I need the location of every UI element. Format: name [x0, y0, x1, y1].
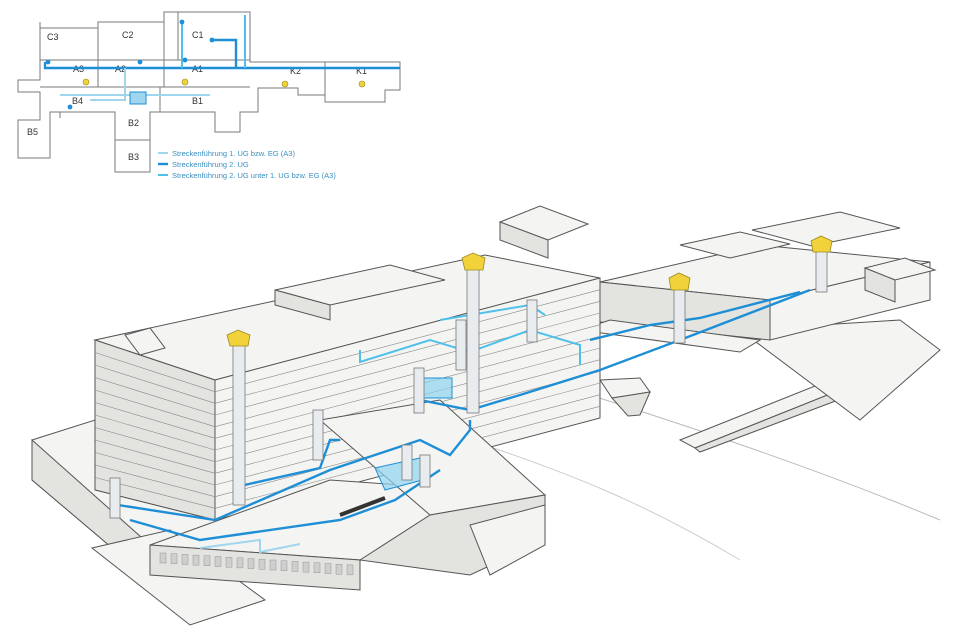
pipe-main-lower2	[129, 469, 441, 542]
window	[280, 560, 288, 571]
floor-line	[94, 389, 216, 427]
roof-penthouse-right-side	[499, 221, 549, 259]
shaft	[526, 299, 538, 343]
exhaust-tower	[232, 344, 246, 506]
plan-vent-marker	[181, 78, 189, 86]
pipe-main-upper	[419, 288, 811, 412]
floor-line	[94, 414, 216, 451]
window	[335, 564, 343, 575]
pipe-main-lower	[117, 420, 472, 522]
room-label: B1	[192, 96, 203, 106]
shaft	[413, 367, 425, 414]
landscape-line	[469, 439, 741, 561]
exhaust-tower	[673, 287, 686, 344]
floor-line	[94, 352, 216, 392]
window	[247, 558, 255, 569]
exhaust-tower	[815, 249, 828, 293]
plan-pipe-main	[43, 62, 400, 70]
room-label: C2	[122, 30, 134, 40]
window	[324, 563, 332, 574]
legend: Streckenführung 1. UG bzw. EG (A3) Strec…	[158, 149, 336, 180]
floor-line	[94, 464, 216, 497]
ramp-platform	[738, 319, 941, 421]
window	[236, 557, 244, 569]
podium-end-block	[469, 504, 546, 576]
floor-plan: C3 C2 C1 A3 A2 A1 K2 K1 B4 B1 B5 B2 B3	[17, 11, 401, 173]
window	[170, 553, 178, 564]
floor-line	[94, 364, 216, 404]
window	[291, 561, 299, 572]
vent-hood	[810, 235, 833, 253]
plan-pipe-c1	[212, 38, 238, 68]
legend-label: Streckenführung 1. UG bzw. EG (A3)	[172, 149, 295, 158]
floor-line	[94, 439, 216, 474]
shaft	[419, 454, 431, 488]
room-label: C1	[192, 30, 204, 40]
right-building-penthouse2	[751, 211, 901, 247]
connector-support	[611, 391, 651, 417]
room-label: K1	[356, 66, 367, 76]
window	[346, 564, 354, 576]
shaft-chamber	[421, 377, 453, 399]
window	[214, 556, 222, 567]
floor-line	[94, 377, 216, 416]
exhaust-towers	[109, 235, 833, 519]
plan-shaft	[129, 91, 147, 105]
room-label: B2	[128, 118, 139, 128]
pipe-ground	[199, 538, 301, 554]
plan-vent-marker	[358, 80, 366, 88]
floor-line	[214, 347, 601, 451]
shaft	[455, 319, 467, 371]
room-label: B4	[72, 96, 83, 106]
window	[192, 554, 200, 566]
podium-windows	[159, 552, 354, 576]
plan-node	[179, 19, 185, 25]
legend-label: Streckenführung 2. UG unter 1. UG bzw. E…	[172, 171, 336, 180]
pipe-riser-branch	[239, 438, 340, 488]
shaft	[401, 444, 413, 481]
right-building-penthouse	[679, 231, 791, 259]
floorplan-outline	[17, 11, 401, 173]
floor-line	[94, 427, 216, 462]
window	[313, 562, 321, 573]
podium-front	[149, 544, 361, 591]
window	[269, 559, 277, 571]
floor-line	[94, 452, 216, 486]
vent-hood	[226, 329, 251, 347]
window	[258, 559, 266, 570]
floor-line	[214, 336, 601, 439]
roof-penthouse-side	[274, 289, 331, 321]
roof-block-left	[124, 327, 166, 356]
plan-pipe-a2	[90, 68, 126, 101]
window	[159, 552, 167, 564]
plan-node	[137, 59, 143, 65]
window	[181, 554, 189, 565]
plan-node	[45, 59, 51, 65]
right-building-block-side	[864, 267, 896, 303]
plan-vent-marker	[281, 80, 289, 88]
window	[225, 557, 233, 568]
floor-line	[94, 402, 216, 439]
shaft	[109, 477, 121, 519]
legend-label: Streckenführung 2. UG	[172, 160, 249, 169]
plan-node	[67, 104, 73, 110]
vent-hood	[668, 272, 691, 291]
room-label: B5	[27, 127, 38, 137]
podium-ramp	[339, 496, 386, 517]
plan-node	[182, 57, 188, 63]
room-label: K2	[290, 66, 301, 76]
vent-hood	[461, 252, 486, 271]
shaft	[312, 409, 324, 461]
exhaust-tower	[466, 267, 480, 414]
plan-vent-marker	[82, 78, 90, 86]
plan-node	[209, 37, 215, 43]
window	[302, 561, 310, 573]
isometric-building	[31, 205, 941, 626]
window	[203, 555, 211, 566]
room-label: C3	[47, 32, 59, 42]
room-label: B3	[128, 152, 139, 162]
